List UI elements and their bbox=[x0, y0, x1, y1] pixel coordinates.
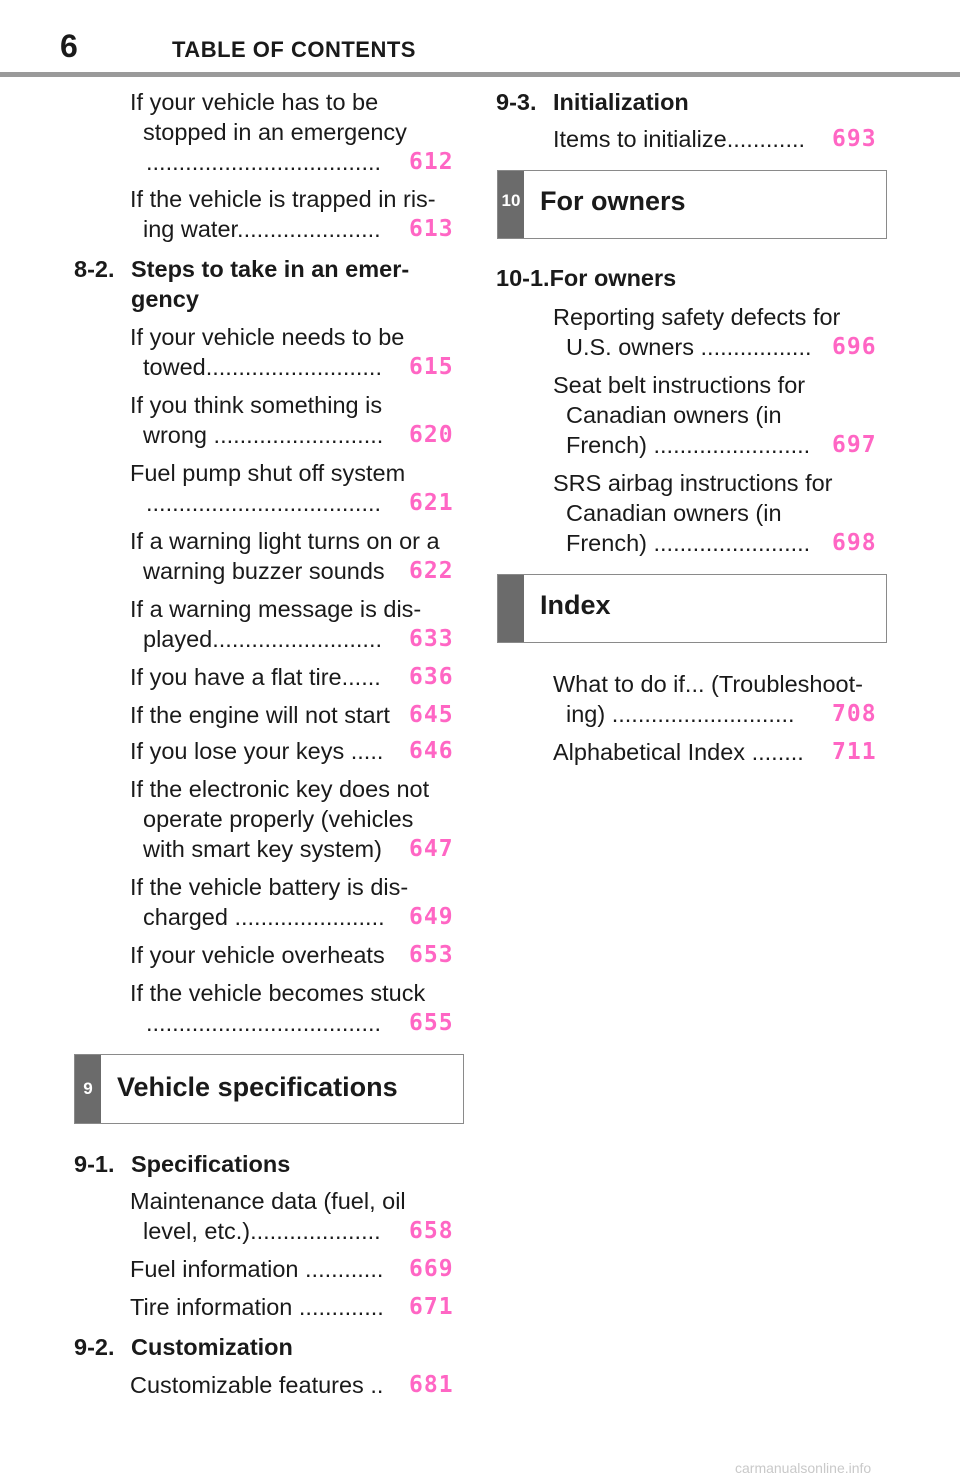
chapter-tab: 10 bbox=[498, 171, 524, 238]
chapter-title: For owners bbox=[540, 186, 686, 216]
toc-page-link[interactable]: 615 bbox=[409, 354, 454, 380]
chapter-box-index[interactable]: Index bbox=[497, 574, 887, 643]
toc-entry-text: played.......................... bbox=[143, 626, 383, 652]
toc-entry-text: If a warning message is dis- bbox=[130, 596, 422, 622]
page-number: 6 bbox=[60, 28, 78, 64]
toc-page-link[interactable]: 647 bbox=[409, 836, 454, 862]
chapter-tab: 9 bbox=[75, 1055, 101, 1123]
toc-page-link[interactable]: 613 bbox=[409, 216, 454, 242]
section-title: Steps to take in an emer- bbox=[131, 256, 410, 282]
toc-entry-text: ing) ............................ bbox=[566, 701, 795, 727]
toc-entry-text: If the vehicle becomes stuck bbox=[130, 980, 426, 1006]
section-number: 9-1. bbox=[74, 1151, 115, 1177]
toc-page-link[interactable]: 698 bbox=[832, 530, 877, 556]
toc-entry-text: French) ........................ bbox=[566, 530, 811, 556]
toc-page-link[interactable]: 696 bbox=[832, 334, 877, 360]
toc-page-link[interactable]: 649 bbox=[409, 904, 454, 930]
toc-entry-text: with smart key system) bbox=[143, 836, 382, 862]
toc-entry-text: What to do if... (Troubleshoot- bbox=[553, 671, 863, 697]
toc-entry-text: If the vehicle is trapped in ris- bbox=[130, 186, 436, 212]
toc-entry-text: Items to initialize............ bbox=[553, 126, 806, 152]
chapter-box-vehicle-specifications[interactable]: 9 Vehicle specifications bbox=[74, 1054, 464, 1124]
toc-page-link[interactable]: 622 bbox=[409, 558, 454, 584]
chapter-tab bbox=[498, 575, 524, 642]
toc-entry-text: Fuel pump shut off system bbox=[130, 460, 406, 486]
toc-page-link[interactable]: 658 bbox=[409, 1218, 454, 1244]
toc-entry-text: towed........................... bbox=[143, 354, 382, 380]
toc-entry-text: SRS airbag instructions for bbox=[553, 470, 833, 496]
toc-page-link[interactable]: 620 bbox=[409, 422, 454, 448]
toc-entry-text: Seat belt instructions for bbox=[553, 372, 806, 398]
toc-entry-text: charged ....................... bbox=[143, 904, 385, 930]
section-title: Customization bbox=[131, 1334, 293, 1360]
toc-entry-text: Fuel information ............ bbox=[130, 1256, 384, 1282]
toc-entry-text: French) ........................ bbox=[566, 432, 811, 458]
toc-entry-text: ing water...................... bbox=[143, 216, 381, 242]
toc-page-link[interactable]: 621 bbox=[409, 490, 454, 516]
toc-leader: .................................... bbox=[146, 1010, 382, 1036]
chapter-title: Vehicle specifications bbox=[117, 1072, 398, 1102]
toc-page-link[interactable]: 655 bbox=[409, 1010, 454, 1036]
section-number: 9-2. bbox=[74, 1334, 115, 1360]
toc-entry-text: Canadian owners (in bbox=[566, 500, 782, 526]
section-number: 9-3. bbox=[496, 89, 537, 115]
toc-page-link[interactable]: 697 bbox=[832, 432, 877, 458]
section-number: 8-2. bbox=[74, 256, 115, 282]
toc-page-link[interactable]: 653 bbox=[409, 942, 454, 968]
toc-page-link[interactable]: 636 bbox=[409, 664, 454, 690]
toc-leader: .................................... bbox=[146, 490, 382, 516]
toc-page-link[interactable]: 711 bbox=[832, 739, 877, 765]
toc-page-link[interactable]: 708 bbox=[832, 701, 877, 727]
toc-entry-text: If a warning light turns on or a bbox=[130, 528, 440, 554]
header-divider bbox=[0, 72, 960, 77]
toc-page-link[interactable]: 681 bbox=[409, 1372, 454, 1398]
toc-entry-text: If your vehicle has to be bbox=[130, 89, 379, 115]
toc-entry-text: If the vehicle battery is dis- bbox=[130, 874, 409, 900]
chapter-box-for-owners[interactable]: 10 For owners bbox=[497, 170, 887, 239]
toc-page-link[interactable]: 612 bbox=[409, 149, 454, 175]
toc-entry-text: If your vehicle overheats bbox=[130, 942, 385, 968]
toc-entry-text: Reporting safety defects for bbox=[553, 304, 841, 330]
section-title: Specifications bbox=[131, 1151, 291, 1177]
toc-page-link[interactable]: 669 bbox=[409, 1256, 454, 1282]
toc-entry-text: Maintenance data (fuel, oil bbox=[130, 1188, 406, 1214]
toc-page-link[interactable]: 645 bbox=[409, 702, 454, 728]
toc-entry-text: If the electronic key does not bbox=[130, 776, 430, 802]
page-title: TABLE OF CONTENTS bbox=[172, 37, 416, 62]
toc-entry-text: If you think something is bbox=[130, 392, 383, 418]
section-title: gency bbox=[131, 286, 199, 312]
toc-entry-text: If you have a flat tire...... bbox=[130, 664, 381, 690]
toc-entry-text: If the engine will not start bbox=[130, 702, 390, 728]
watermark: carmanualsonline.info bbox=[735, 1460, 872, 1476]
chapter-title: Index bbox=[540, 590, 611, 620]
toc-entry-text: Canadian owners (in bbox=[566, 402, 782, 428]
toc-entry-text: Alphabetical Index ........ bbox=[553, 739, 804, 765]
toc-page-link[interactable]: 693 bbox=[832, 126, 877, 152]
toc-page-link[interactable]: 671 bbox=[409, 1294, 454, 1320]
toc-entry-text: level, etc.).................... bbox=[143, 1218, 381, 1244]
toc-entry-text: Customizable features .. bbox=[130, 1372, 384, 1398]
toc-leader: .................................... bbox=[146, 149, 382, 175]
toc-entry-text: Tire information ............. bbox=[130, 1294, 384, 1320]
toc-page-link[interactable]: 633 bbox=[409, 626, 454, 652]
toc-entry-text: If your vehicle needs to be bbox=[130, 324, 405, 350]
toc-entry-text: If you lose your keys ..... bbox=[130, 738, 384, 764]
toc-page-link[interactable]: 646 bbox=[409, 738, 454, 764]
section-title: Initialization bbox=[553, 89, 689, 115]
toc-entry-text: operate properly (vehicles bbox=[143, 806, 414, 832]
toc-entry-text: stopped in an emergency bbox=[143, 119, 407, 145]
toc-entry-text: wrong .......................... bbox=[143, 422, 384, 448]
toc-entry-text: U.S. owners ................. bbox=[566, 334, 812, 360]
section-number: 10-1.For owners bbox=[496, 265, 677, 291]
toc-entry-text: warning buzzer sounds bbox=[143, 558, 385, 584]
